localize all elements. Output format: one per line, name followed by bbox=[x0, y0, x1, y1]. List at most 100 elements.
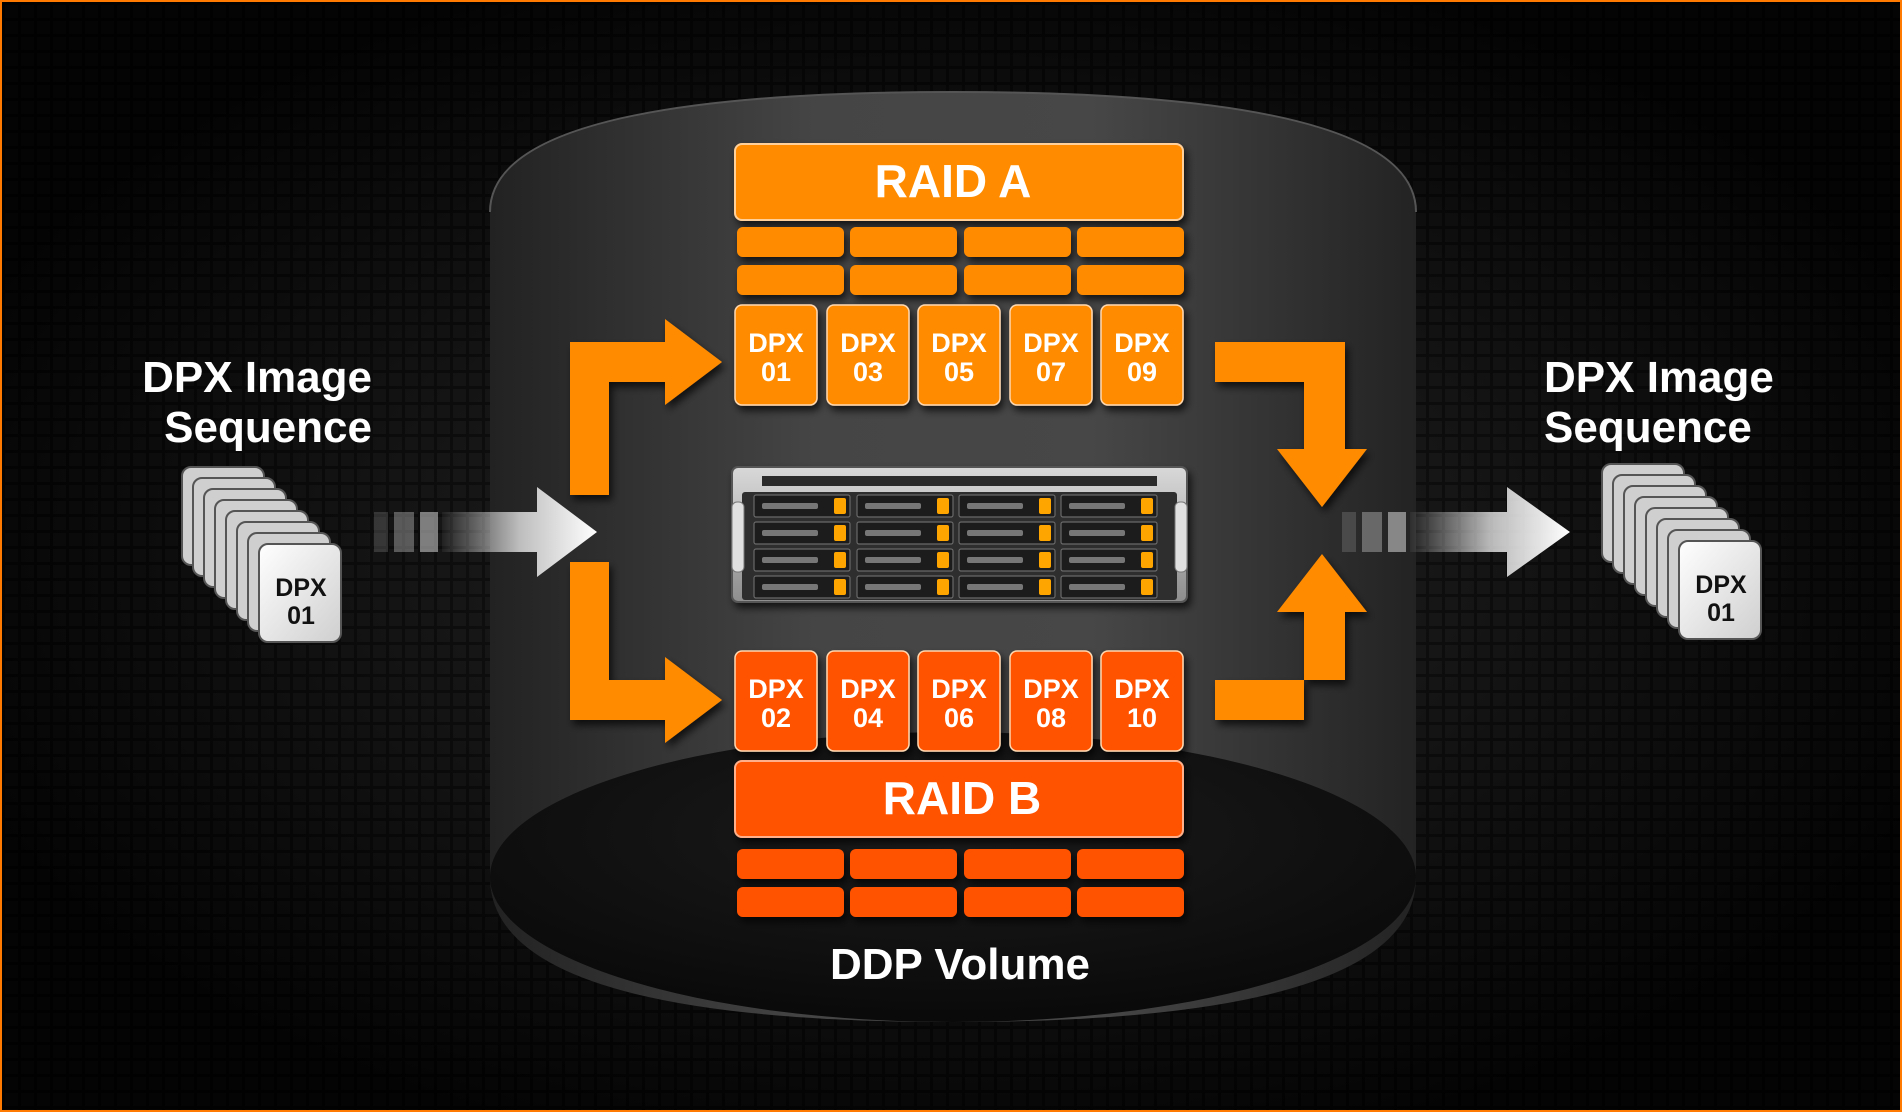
server-drive-bays bbox=[753, 494, 1158, 599]
left-card-line2: 01 bbox=[287, 602, 315, 630]
right-image-sequence: DPX Image Sequence DPX 01 bbox=[1544, 353, 1774, 640]
raid-a-disk-strip bbox=[737, 265, 844, 295]
raid-b-disk-strip bbox=[737, 849, 844, 879]
drive-led bbox=[1141, 525, 1153, 541]
raid-b-dpx-block-label: DPX bbox=[840, 674, 896, 704]
drive-handle bbox=[865, 584, 921, 590]
drive-led bbox=[1141, 498, 1153, 514]
raid-a-dpx-block bbox=[1100, 304, 1184, 406]
raid-a-dpx-block-number: 09 bbox=[1127, 357, 1157, 387]
right-front-card bbox=[1678, 540, 1762, 640]
raid-a-dpx-block-label: DPX bbox=[931, 328, 987, 358]
raid-a-dpx-block-label: DPX bbox=[840, 328, 896, 358]
raid-b-dpx-block-number: 10 bbox=[1127, 703, 1157, 733]
raid-b-dpx-block bbox=[826, 650, 910, 752]
drive-handle bbox=[1069, 584, 1125, 590]
right-sequence-title-line1: DPX Image bbox=[1544, 353, 1774, 402]
raid-a-disk-strip bbox=[1077, 265, 1184, 295]
drive-handle bbox=[865, 530, 921, 536]
raid-b-disk-strip bbox=[964, 849, 1071, 879]
drive-led bbox=[834, 552, 846, 568]
left-file-stack bbox=[181, 466, 342, 643]
right-card-line1: DPX bbox=[1695, 571, 1747, 599]
right-file-stack bbox=[1601, 463, 1762, 640]
raid-b-disk-strip bbox=[1077, 849, 1184, 879]
split-arrow-down bbox=[570, 562, 722, 743]
raid-b-disk-strip bbox=[964, 887, 1071, 917]
raid-a-dpx-block bbox=[826, 304, 910, 406]
drive-led bbox=[1039, 579, 1051, 595]
raid-a-dpx-block-number: 07 bbox=[1036, 357, 1066, 387]
drive-led bbox=[937, 525, 949, 541]
drive-led bbox=[937, 552, 949, 568]
raid-b-dpx-block-label: DPX bbox=[931, 674, 987, 704]
raid-a-label: RAID A bbox=[875, 155, 1032, 207]
left-sequence-title-line1: DPX Image bbox=[142, 353, 372, 402]
drive-led bbox=[937, 498, 949, 514]
raid-b-dpx-block-label: DPX bbox=[748, 674, 804, 704]
drive-handle bbox=[762, 557, 818, 563]
raid-a-dpx-block bbox=[1009, 304, 1093, 406]
merge-arrow-up bbox=[1215, 554, 1367, 720]
raid-b-dpx-block bbox=[734, 650, 818, 752]
left-front-card bbox=[258, 543, 342, 643]
raid-a-dpx-block bbox=[917, 304, 1001, 406]
drive-led bbox=[1141, 579, 1153, 595]
raid-b-dpx-block-number: 08 bbox=[1036, 703, 1066, 733]
raid-b-dpx-block-number: 04 bbox=[853, 703, 883, 733]
drive-handle bbox=[967, 584, 1023, 590]
drive-led bbox=[834, 525, 846, 541]
drive-led bbox=[834, 498, 846, 514]
raid-a-disk-strips bbox=[737, 227, 1184, 295]
drive-handle bbox=[762, 584, 818, 590]
drive-led bbox=[937, 579, 949, 595]
drive-led bbox=[834, 579, 846, 595]
input-arrow bbox=[374, 487, 597, 577]
drive-led bbox=[1141, 552, 1153, 568]
raid-b-dpx-block-number: 06 bbox=[944, 703, 974, 733]
left-card-line1: DPX bbox=[275, 574, 327, 602]
drive-handle bbox=[1069, 503, 1125, 509]
drive-handle bbox=[865, 503, 921, 509]
raid-a-dpx-block-label: DPX bbox=[1023, 328, 1079, 358]
left-image-sequence: DPX Image Sequence DPX 01 bbox=[142, 353, 372, 643]
drive-handle bbox=[762, 530, 818, 536]
raid-b-disk-strip bbox=[850, 887, 957, 917]
raid-b-disk-strips bbox=[737, 849, 1184, 917]
ddp-volume-label: DDP Volume bbox=[830, 940, 1090, 989]
raid-b-dpx-block-label: DPX bbox=[1023, 674, 1079, 704]
raid-a-disk-strip bbox=[737, 227, 844, 257]
raid-b-disk-strip bbox=[1077, 887, 1184, 917]
raid-b-label: RAID B bbox=[883, 772, 1041, 824]
right-card-line2: 01 bbox=[1707, 599, 1735, 627]
raid-b-dpx-block-label: DPX bbox=[1114, 674, 1170, 704]
drive-handle bbox=[1069, 530, 1125, 536]
left-sequence-title-line2: Sequence bbox=[164, 403, 372, 452]
raid-b-dpx-block bbox=[917, 650, 1001, 752]
drive-handle bbox=[967, 557, 1023, 563]
right-sequence-title-line2: Sequence bbox=[1544, 403, 1752, 452]
raid-a-header bbox=[734, 143, 1184, 221]
raid-b-dpx-block bbox=[1009, 650, 1093, 752]
raid-a-dpx-block bbox=[734, 304, 818, 406]
raid-b-disk-strip bbox=[737, 887, 844, 917]
drive-handle bbox=[967, 530, 1023, 536]
raid-a-disk-strip bbox=[964, 227, 1071, 257]
raid-a-dpx-block-number: 05 bbox=[944, 357, 974, 387]
drive-handle bbox=[865, 557, 921, 563]
raid-b-header bbox=[734, 760, 1184, 838]
raid-a-dpx-block-label: DPX bbox=[748, 328, 804, 358]
drive-led bbox=[1039, 498, 1051, 514]
raid-a-dpx-block-number: 03 bbox=[853, 357, 883, 387]
drive-handle bbox=[1069, 557, 1125, 563]
merge-arrow-down bbox=[1215, 342, 1367, 507]
split-arrow-up bbox=[570, 319, 722, 495]
output-arrow bbox=[1342, 487, 1570, 577]
drive-led bbox=[1039, 552, 1051, 568]
raid-a-disk-strip bbox=[850, 265, 957, 295]
